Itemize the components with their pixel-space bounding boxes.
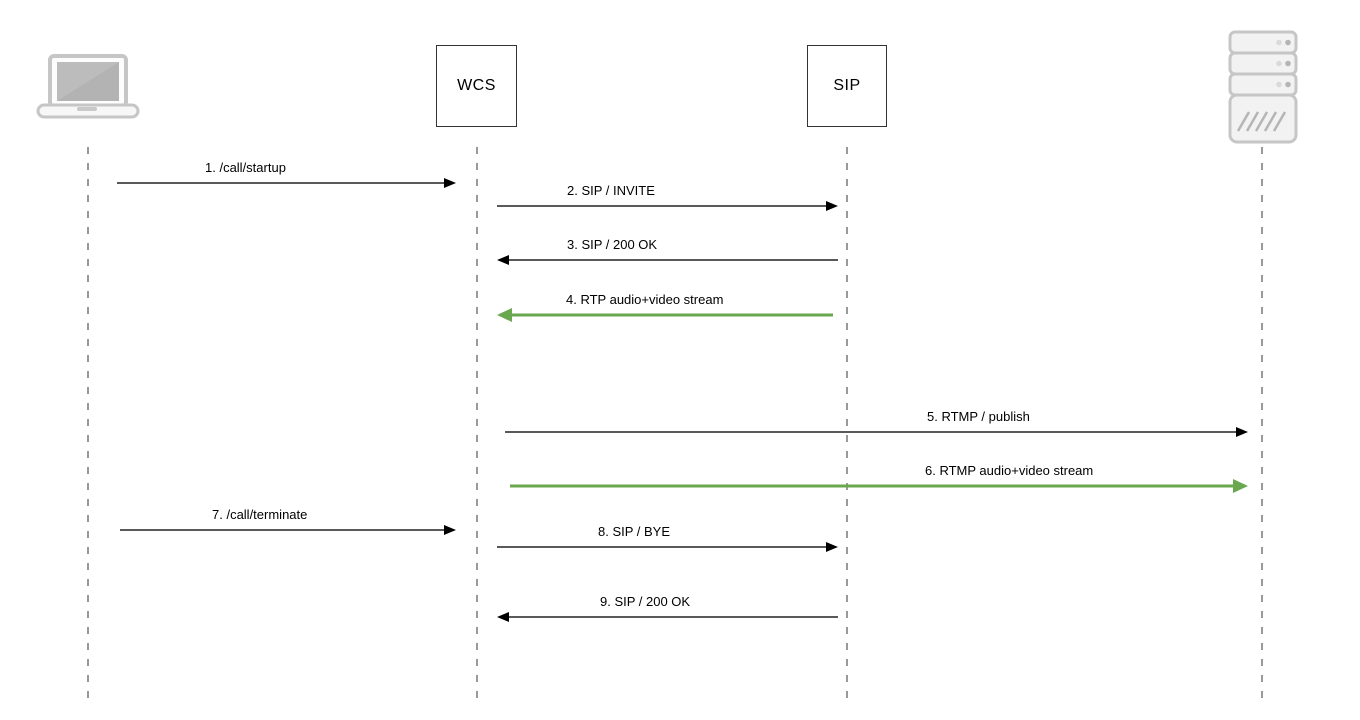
- message-label-8: 8. SIP / BYE: [598, 524, 671, 539]
- message-arrowhead-8: [826, 542, 838, 552]
- server-led: [1276, 39, 1282, 46]
- server-led: [1276, 81, 1282, 88]
- actor-box-wcs: WCS: [436, 45, 517, 127]
- server-led: [1285, 39, 1291, 46]
- message-arrowhead-7: [444, 525, 456, 535]
- laptop-latch: [77, 107, 97, 111]
- message-label-9: 9. SIP / 200 OK: [600, 594, 691, 609]
- message-label-7: 7. /call/terminate: [212, 507, 308, 522]
- message-arrowhead-3: [497, 255, 509, 265]
- server-vent-slashes: [1236, 111, 1287, 132]
- message-arrowhead-1: [444, 178, 456, 188]
- actor-label-sip: SIP: [833, 77, 861, 94]
- laptop-screen-sheen: [57, 62, 119, 101]
- message-label-4: 4. RTP audio+video stream: [566, 292, 724, 307]
- server-led: [1285, 60, 1291, 67]
- message-arrowhead-5: [1236, 427, 1248, 437]
- message-label-3: 3. SIP / 200 OK: [567, 237, 658, 252]
- actor-label-wcs: WCS: [457, 77, 496, 94]
- server-icon: [1228, 30, 1298, 144]
- message-label-5: 5. RTMP / publish: [927, 409, 1030, 424]
- message-arrowhead-2: [826, 201, 838, 211]
- message-label-1: 1. /call/startup: [205, 160, 286, 175]
- laptop-icon: [36, 54, 140, 119]
- server-led: [1285, 81, 1291, 88]
- message-label-2: 2. SIP / INVITE: [567, 183, 655, 198]
- message-arrowhead-9: [497, 612, 509, 622]
- actor-box-sip: SIP: [807, 45, 887, 127]
- message-label-6: 6. RTMP audio+video stream: [925, 463, 1094, 478]
- message-arrowhead-6: [1233, 479, 1248, 493]
- message-arrowhead-4: [497, 308, 512, 322]
- server-led: [1276, 60, 1282, 67]
